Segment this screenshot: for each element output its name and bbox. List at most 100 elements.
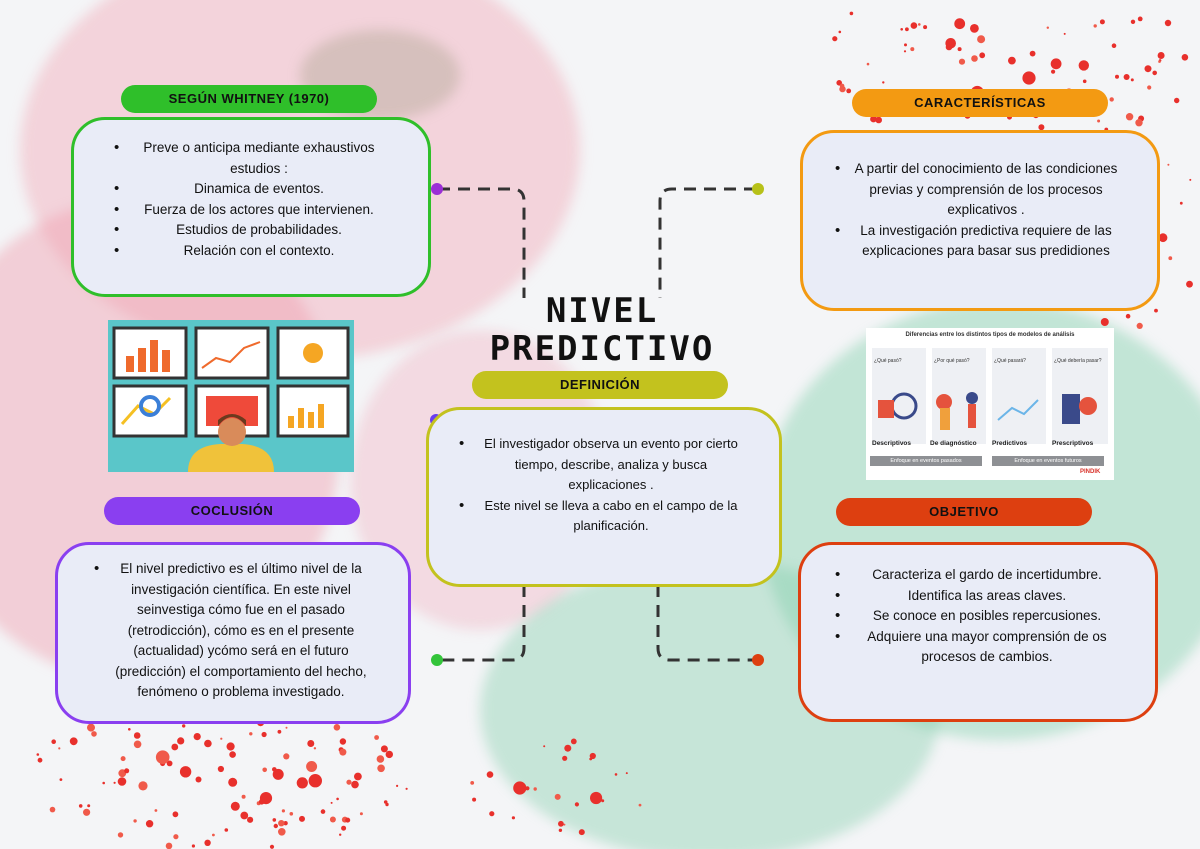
splatter-dot [543, 745, 546, 748]
definicion-label: DEFINICIÓN [472, 371, 728, 399]
splatter-dot [1082, 79, 1087, 84]
splatter-dot [296, 777, 308, 789]
splatter-dot [870, 115, 877, 123]
objetivo-item: Caracteriza el gardo de incertidumbre. [829, 565, 1123, 586]
splatter-dot [513, 781, 527, 795]
splatter-dot [1046, 26, 1050, 29]
analytics-dashboard-illustration [108, 320, 354, 472]
definicion-item: Este nivel se lleva a cabo en el campo d… [453, 496, 747, 537]
connector-dot-conclusion [431, 654, 443, 666]
infographic-brand: PINDIK [1080, 469, 1101, 475]
splatter-dot [359, 812, 363, 816]
whitney-item: Estudios de probabilidades. [108, 220, 388, 241]
splatter-dot [1181, 54, 1189, 61]
caracteristicas-label: CARACTERÍSTICAS [852, 89, 1108, 117]
splatter-dot [570, 738, 577, 745]
splatter-dot [191, 844, 195, 848]
splatter-dot [1111, 43, 1117, 48]
splatter-dot [1158, 60, 1161, 63]
splatter-dot [133, 732, 141, 739]
splatter-dot [273, 823, 278, 829]
splatter-dot [117, 777, 127, 786]
objetivo-box: Caracteriza el gardo de incertidumbre. I… [798, 542, 1158, 722]
splatter-dot [396, 784, 399, 788]
splatter-dot [277, 729, 282, 734]
splatter-dot [247, 816, 254, 823]
splatter-dot [589, 752, 596, 760]
splatter-dot [155, 750, 170, 764]
splatter-dot [558, 828, 563, 832]
infographic-question-1: ¿Qué pasó? [874, 358, 902, 364]
splatter-dot [590, 791, 603, 805]
splatter-dot [87, 804, 91, 808]
infographic-question-4: ¿Qué debería pasar? [1054, 358, 1102, 364]
infographic-footer-right: Enfoque en eventos futuros [992, 456, 1104, 466]
splatter-dot [1154, 308, 1158, 313]
splatter-dot [910, 47, 915, 52]
splatter-dot [377, 764, 385, 773]
splatter-dot [224, 828, 229, 832]
objetivo-item: Adquiere una mayor comprensión de os pro… [829, 627, 1123, 668]
splatter-dot [614, 773, 618, 776]
infographic-col-3: Predictivos [992, 440, 1028, 447]
splatter-dot [113, 781, 116, 784]
splatter-dot [173, 834, 179, 840]
splatter-dot [839, 83, 845, 89]
splatter-dot [354, 772, 362, 781]
splatter-dot [336, 797, 339, 801]
splatter-dot [554, 793, 561, 800]
splatter-dot [486, 771, 494, 778]
splatter-dot [533, 787, 537, 791]
splatter-dot [241, 794, 246, 799]
splatter-dot [91, 731, 97, 737]
splatter-dot [1167, 163, 1170, 166]
splatter-dot [329, 816, 336, 823]
splatter-dot [269, 844, 275, 849]
models-infographic: Diferencias entre los distintos tipos de… [866, 328, 1114, 480]
splatter-dot [133, 740, 142, 749]
splatter-dot [574, 802, 580, 807]
splatter-dot [562, 755, 568, 761]
infographic-footer-left: Enfoque en eventos pasados [870, 456, 982, 466]
definicion-list: El investigador observa un evento por ci… [453, 434, 747, 537]
splatter-dot [261, 731, 267, 738]
splatter-dot [578, 829, 585, 836]
infographic-question-2: ¿Por qué pasó? [934, 358, 970, 364]
splatter-dot [165, 842, 173, 849]
splatter-dot [177, 737, 185, 745]
splatter-dot [1022, 71, 1036, 85]
splatter-dot [1158, 233, 1168, 243]
splatter-dot [380, 745, 388, 753]
splatter-dot [172, 811, 179, 818]
conclusion-list: El nivel predictivo es el último nivel d… [88, 559, 372, 703]
splatter-dot [1051, 69, 1056, 74]
splatter-dot [36, 753, 40, 756]
splatter-dot [281, 809, 285, 813]
splatter-dot [1189, 178, 1192, 181]
splatter-dot [228, 777, 238, 787]
splatter-dot [882, 81, 885, 84]
whitney-box: Preve o anticipa mediante exhaustivos es… [71, 117, 431, 297]
splatter-dot [117, 832, 124, 838]
splatter-dot [564, 744, 572, 752]
splatter-dot [563, 823, 566, 826]
splatter-dot [133, 819, 137, 823]
connector-caracteristicas [658, 187, 756, 298]
splatter-dot [846, 88, 852, 94]
splatter-dot [958, 58, 966, 65]
splatter-dot [346, 779, 352, 785]
splatter-dot [69, 737, 78, 746]
splatter-dot [1125, 113, 1134, 121]
splatter-dot [1123, 74, 1130, 80]
conclusion-box: El nivel predictivo es el último nivel d… [55, 542, 411, 724]
conclusion-item: El nivel predictivo es el último nivel d… [88, 559, 372, 703]
splatter-dot [272, 768, 284, 780]
splatter-dot [849, 11, 854, 16]
splatter-dot [339, 833, 342, 836]
splatter-dot [124, 768, 130, 774]
splatter-dot [918, 23, 921, 26]
splatter-dot [182, 724, 186, 728]
infographic-col-2: De diagnóstico [930, 440, 977, 447]
splatter-dot [258, 799, 265, 805]
splatter-dot [638, 803, 642, 807]
